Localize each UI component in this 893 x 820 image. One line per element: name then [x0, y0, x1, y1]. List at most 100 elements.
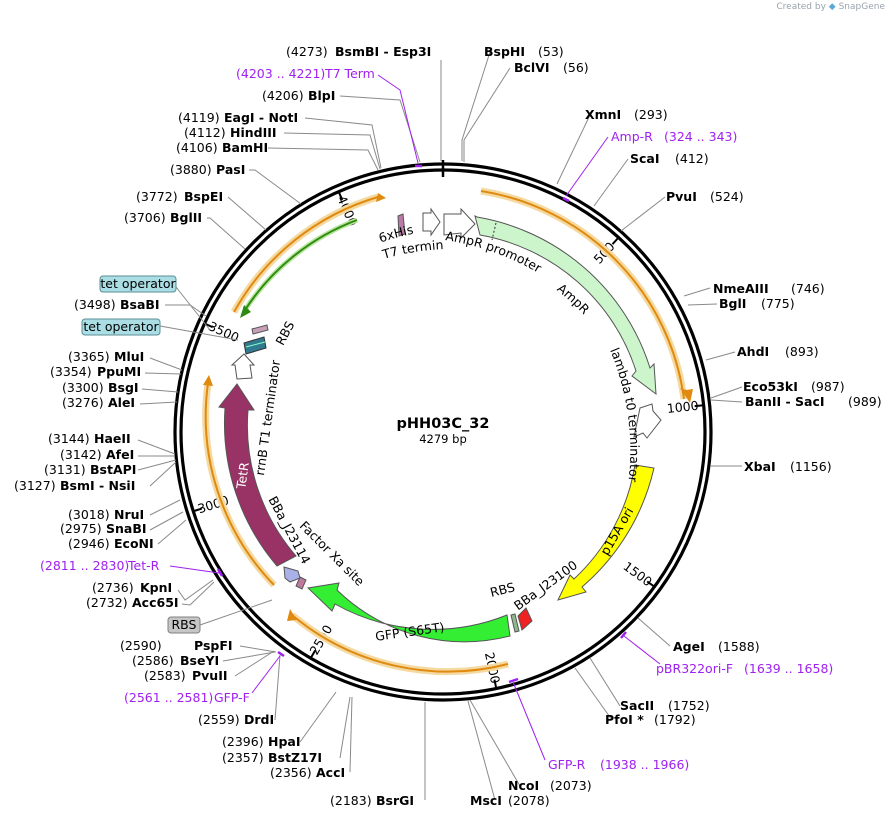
- primer-name-gfpr[interactable]: GFP-R: [548, 757, 586, 772]
- feature-gfp-s65t[interactable]: [306, 582, 511, 643]
- site-name-bamhi[interactable]: BamHI: [222, 140, 268, 155]
- site-name-mlui[interactable]: MluI: [114, 349, 144, 364]
- primer-name-gfpf[interactable]: GFP-F: [214, 690, 250, 705]
- leader-bstapi: [137, 459, 177, 471]
- leader-ahdi: [705, 351, 736, 361]
- watermark-created-by: Created by: [776, 2, 826, 12]
- leader-scai: [593, 158, 629, 207]
- site-pos-drdi: (2559): [198, 712, 240, 727]
- leader-sacii: [589, 657, 621, 707]
- site-name-ppumi[interactable]: PpuMI: [97, 364, 141, 379]
- site-name-bseyi[interactable]: BseYI: [180, 653, 219, 668]
- feature-6xhis[interactable]: [397, 213, 406, 237]
- site-name-hpai[interactable]: HpaI: [268, 734, 301, 749]
- site-name-blpi[interactable]: BlpI: [308, 88, 335, 103]
- label-rbs-tetr-text: RBS: [272, 318, 297, 347]
- feature-p15a-ori[interactable]: [557, 464, 655, 601]
- site-name-bsabi[interactable]: BsaBI: [120, 297, 160, 312]
- site-name-bglii[interactable]: BglII: [170, 210, 202, 225]
- site-name-bsmi[interactable]: BsmI - NsiI: [60, 478, 135, 493]
- feature-bba-j23100[interactable]: [517, 607, 533, 631]
- site-name-nmeaiii[interactable]: NmeAIII: [713, 281, 769, 296]
- site-name-xmni[interactable]: XmnI: [585, 107, 621, 122]
- site-name-snabi[interactable]: SnaBI: [106, 521, 147, 536]
- feature-lambda-t0-terminator[interactable]: [633, 403, 662, 439]
- site-name-pspfi[interactable]: PspFI: [194, 638, 233, 653]
- tick-mark-3000: [192, 507, 203, 513]
- site-name-afei[interactable]: AfeI: [106, 447, 134, 462]
- site-name-eco53ki[interactable]: Eco53kI: [743, 379, 798, 394]
- feature-tetr[interactable]: [218, 383, 297, 567]
- site-name-scai[interactable]: ScaI: [630, 151, 660, 166]
- primer-range-gfpr: (1938 .. 1966): [600, 757, 689, 772]
- orf-arc-tetr[interactable]: [204, 382, 275, 586]
- site-pos-ppumi: (3354): [50, 364, 92, 379]
- feature-t7-terminator[interactable]: [422, 207, 441, 237]
- site-name-bsmbi[interactable]: BsmBI - Esp3I: [335, 44, 431, 59]
- site-name-bsrgi[interactable]: BsrGI: [376, 793, 414, 808]
- primer-name-pbr322[interactable]: pBR322ori-F: [656, 661, 733, 676]
- site-name-msci[interactable]: MscI: [470, 793, 502, 808]
- leader-tet-operator-1: [175, 286, 211, 331]
- orf-green[interactable]: [244, 219, 358, 311]
- site-name-bgli[interactable]: BglI: [719, 296, 746, 311]
- site-name-haeii[interactable]: HaeII: [94, 431, 131, 446]
- site-name-bstapi[interactable]: BstAPI: [90, 462, 136, 477]
- site-name-drdi[interactable]: DrdI: [244, 712, 274, 727]
- site-name-pvuii[interactable]: PvuII: [192, 668, 228, 683]
- orf-arc-ampr[interactable]: [480, 190, 685, 400]
- leader-hindiii: [283, 132, 381, 170]
- site-name-acc65i[interactable]: Acc65I: [132, 595, 179, 610]
- site-pos-scai: (412): [675, 151, 709, 166]
- site-name-pfoi[interactable]: PfoI *: [605, 712, 644, 727]
- feature-ampr-promoter[interactable]: [443, 207, 476, 240]
- site-name-agei[interactable]: AgeI: [673, 639, 705, 654]
- feature-factor-xa-site[interactable]: [295, 576, 307, 590]
- orf-arc-top[interactable]: [233, 196, 379, 313]
- tet-operator-stripe: [245, 341, 266, 348]
- site-name-bspei[interactable]: BspEI: [184, 189, 223, 204]
- tet-operator-box-1[interactable]: [99, 275, 177, 293]
- site-name-bclvi[interactable]: BclVI: [514, 60, 550, 75]
- orf-arc-gfp[interactable]: [291, 614, 509, 673]
- site-name-sacii[interactable]: SacII: [620, 698, 654, 713]
- feature-ampr[interactable]: [474, 215, 657, 396]
- feature-rbs-gfp[interactable]: [510, 613, 520, 633]
- primer-leader-pbr322: [623, 635, 661, 665]
- site-name-eagi[interactable]: EagI - NotI: [224, 110, 298, 125]
- site-pos-eagi: (4119): [178, 110, 220, 125]
- site-name-kpni[interactable]: KpnI: [140, 580, 172, 595]
- primer-name-ampr[interactable]: Amp-R: [611, 129, 653, 144]
- feature-rrnb-t1-terminator[interactable]: [230, 353, 256, 380]
- feature-rbs-tetr[interactable]: [251, 324, 269, 335]
- site-pos-ahdi: (893): [785, 344, 819, 359]
- site-pos-banii: (989): [848, 394, 882, 409]
- tet-operator-label-1: tet operator: [100, 276, 176, 291]
- site-name-pasi[interactable]: PasI: [216, 162, 245, 177]
- site-pos-acci: (2356): [270, 765, 312, 780]
- feature-bba-j23114[interactable]: [283, 566, 301, 583]
- tet-operator-box-2[interactable]: [81, 318, 161, 336]
- leader-ppumi: [144, 372, 182, 375]
- site-name-acci[interactable]: AccI: [316, 765, 345, 780]
- site-name-bsphi[interactable]: BspHI: [484, 44, 525, 59]
- site-name-nrui[interactable]: NruI: [114, 507, 144, 522]
- site-name-alei[interactable]: AleI: [108, 395, 135, 410]
- site-name-xbai[interactable]: XbaI: [744, 459, 776, 474]
- primer-name-t7term[interactable]: T7 Term: [324, 66, 375, 81]
- ampr-divider: [491, 222, 497, 241]
- rbs-box[interactable]: [167, 616, 201, 634]
- site-name-econi[interactable]: EcoNI: [114, 536, 154, 551]
- site-name-ncoi[interactable]: NcoI: [508, 778, 539, 793]
- site-name-bstz17i[interactable]: BstZ17I: [268, 750, 322, 765]
- site-name-hindiii[interactable]: HindIII: [230, 125, 277, 140]
- site-name-bsgi[interactable]: BsgI: [108, 380, 139, 395]
- site-name-ahdi[interactable]: AhdI: [737, 344, 769, 359]
- primer-name-tetr[interactable]: Tet-R: [127, 558, 160, 573]
- feature-tet-operator-blocks[interactable]: [243, 336, 267, 355]
- site-pos-kpni: (2736): [92, 580, 134, 595]
- site-name-banii[interactable]: BanII - SacI: [745, 394, 825, 409]
- site-name-pvui[interactable]: PvuI: [666, 189, 697, 204]
